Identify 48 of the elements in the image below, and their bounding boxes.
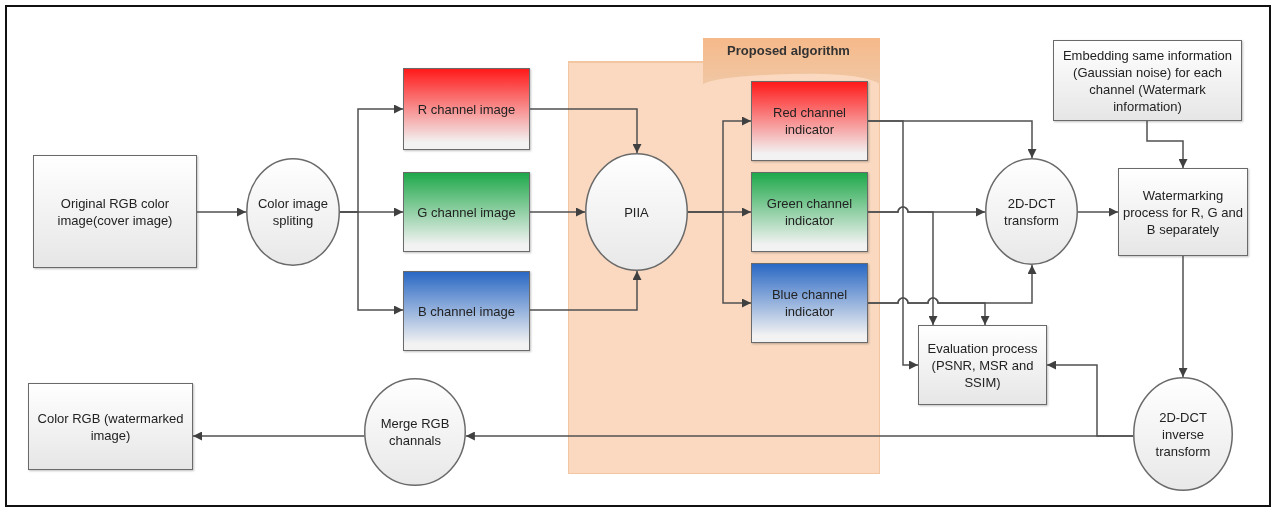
arrow bbox=[529, 207, 586, 217]
arrow bbox=[867, 297, 990, 326]
channel-box bbox=[403, 271, 530, 351]
arrow bbox=[196, 207, 247, 217]
channel-box bbox=[751, 263, 868, 343]
channel-box bbox=[403, 68, 530, 150]
process-circle bbox=[364, 378, 466, 486]
node-label: Color image spliting bbox=[256, 195, 330, 229]
node-label: G channel image bbox=[416, 203, 517, 221]
node-label: PIIA bbox=[623, 203, 650, 221]
process-box bbox=[1053, 40, 1242, 121]
process-circle bbox=[246, 158, 340, 266]
arrow bbox=[339, 211, 404, 315]
arrow bbox=[529, 108, 642, 154]
node-label: Green channel indicator bbox=[765, 195, 854, 229]
channel-box bbox=[403, 172, 530, 252]
node-label: Original RGB color image(cover image) bbox=[56, 194, 174, 229]
node-label: R channel image bbox=[416, 100, 517, 118]
node-label: 2D-DCT inverse transform bbox=[1154, 408, 1212, 460]
node-label: Blue channel indicator bbox=[770, 286, 849, 320]
node-label: B channel image bbox=[417, 302, 516, 320]
process-box bbox=[33, 155, 197, 268]
process-box bbox=[28, 383, 193, 470]
arrow bbox=[1077, 207, 1119, 217]
algorithm-panel bbox=[568, 38, 880, 474]
process-box bbox=[1118, 168, 1248, 256]
panel-title: Proposed algorithm bbox=[726, 42, 851, 59]
process-circle bbox=[1133, 377, 1233, 491]
arrow bbox=[192, 431, 365, 441]
process-box bbox=[918, 325, 1047, 405]
arrow bbox=[1146, 120, 1188, 169]
arrow bbox=[529, 270, 642, 311]
node-label: 2D-DCT transform bbox=[1003, 194, 1060, 229]
channel-box bbox=[751, 172, 868, 252]
process-circle bbox=[585, 153, 688, 271]
channel-box bbox=[751, 81, 868, 161]
arrow bbox=[867, 206, 938, 326]
arrow bbox=[687, 211, 752, 308]
arrow bbox=[867, 120, 919, 370]
arrow bbox=[465, 431, 1134, 441]
arrow bbox=[1178, 255, 1188, 378]
node-label: Embedding same information (Gaussian noise) for each channel (Watermark information) bbox=[1061, 46, 1234, 115]
node-label: Evaluation process (PSNR, MSR and SSIM) bbox=[926, 339, 1039, 391]
node-label: Merge RGB channals bbox=[379, 415, 451, 449]
node-label: Color RGB (watermarked image) bbox=[36, 409, 185, 444]
node-label: Watermarking process for R, G and B separately bbox=[1122, 186, 1244, 238]
process-circle bbox=[985, 158, 1078, 265]
node-label: Red channel indicator bbox=[772, 104, 847, 138]
